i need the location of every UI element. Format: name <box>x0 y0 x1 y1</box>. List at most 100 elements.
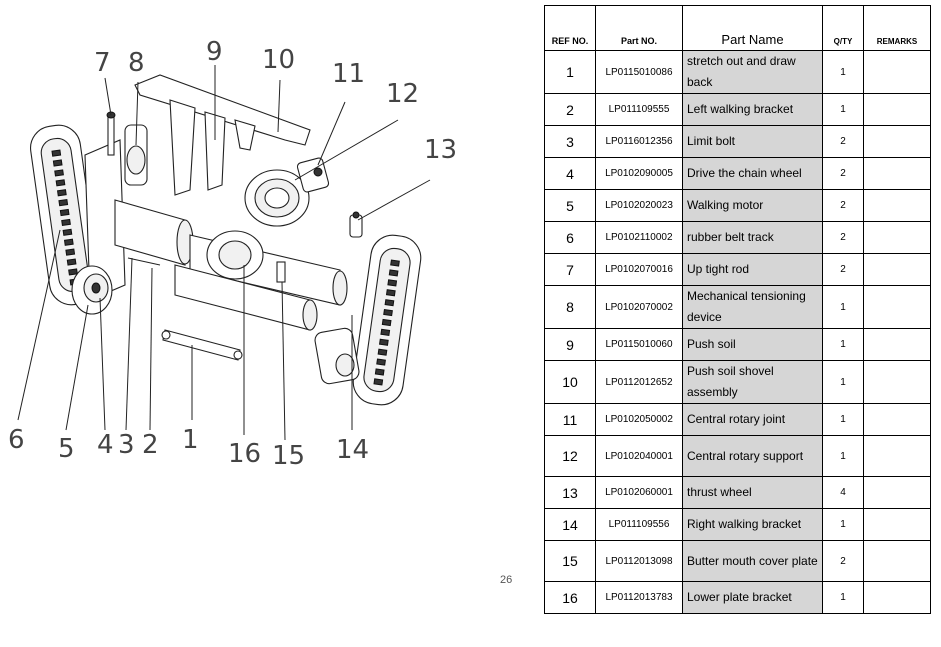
walking-motor-shape <box>71 265 113 315</box>
page-number: 26 <box>500 574 513 586</box>
remarks-cell <box>863 189 931 222</box>
track-link <box>388 269 399 277</box>
qty-cell: 1 <box>822 360 864 404</box>
part-name-cell: Walking motor <box>682 189 823 222</box>
qty-cell: 4 <box>822 476 864 509</box>
part-no-cell: LP011109555 <box>595 93 683 126</box>
track-link <box>384 299 395 307</box>
callout-8: 8 <box>128 48 145 78</box>
part-name-cell: thrust wheel <box>682 476 823 509</box>
ref-cell: 5 <box>544 189 596 222</box>
part-no-cell: LP0102020023 <box>595 189 683 222</box>
part-no-cell: LP0115010086 <box>595 50 683 94</box>
part-name-cell: Limit bolt <box>682 125 823 158</box>
part-no-cell: LP0112013098 <box>595 540 683 582</box>
header-part-name: Part Name <box>682 5 823 51</box>
part-name-cell: Central rotary support <box>682 435 823 477</box>
part-no-cell: LP0102090005 <box>595 157 683 190</box>
qty-cell: 1 <box>822 403 864 436</box>
remarks-cell <box>863 508 931 541</box>
ref-cell: 9 <box>544 328 596 361</box>
track-link <box>58 199 69 207</box>
lower-plate-bracket-shape <box>206 230 264 280</box>
part-name-cell: Central rotary joint <box>682 403 823 436</box>
part-name-cell: Mechanical tensioning device <box>682 285 823 329</box>
part-no-cell: LP0102040001 <box>595 435 683 477</box>
part-no-cell: LP0116012356 <box>595 125 683 158</box>
callout-5: 5 <box>58 434 75 464</box>
track-link <box>385 289 396 297</box>
part-no-cell: LP0102110002 <box>595 221 683 254</box>
exploded-parts-diagram: 7 8 9 10 11 12 13 6 5 4 3 2 1 16 15 14 <box>8 37 457 471</box>
callout-6: 6 <box>8 425 25 455</box>
remarks-cell <box>863 360 931 404</box>
table-header-row: REF NO. Part NO. Part Name Q/TY REMARKS <box>544 5 931 51</box>
callout-10: 10 <box>262 45 295 75</box>
part-no-cell: LP0102050002 <box>595 403 683 436</box>
remarks-cell <box>863 157 931 190</box>
thrust-wheel-shape <box>349 211 363 238</box>
leader-lines <box>17 65 431 441</box>
push-soil-shovel-shape <box>134 74 311 196</box>
callout-11: 11 <box>332 59 365 89</box>
track-link <box>378 338 389 346</box>
qty-cell: 1 <box>822 508 864 541</box>
ref-cell: 16 <box>544 581 596 614</box>
parts-list-table: REF NO. Part NO. Part Name Q/TY REMARKS … <box>544 5 931 614</box>
part-name-cell: Left walking bracket <box>682 93 823 126</box>
remarks-cell <box>863 581 931 614</box>
track-link <box>54 169 64 177</box>
part-name-cell: Drive the chain wheel <box>682 157 823 190</box>
part-no-cell: LP0102070016 <box>595 253 683 286</box>
ref-cell: 10 <box>544 360 596 404</box>
track-link <box>68 268 78 276</box>
ref-cell: 6 <box>544 221 596 254</box>
ref-cell: 7 <box>544 253 596 286</box>
callout-12: 12 <box>386 79 419 109</box>
callout-16: 16 <box>228 439 261 469</box>
part-name-cell: Up tight rod <box>682 253 823 286</box>
track-link <box>66 258 77 266</box>
callout-15: 15 <box>272 441 305 471</box>
qty-cell: 1 <box>822 328 864 361</box>
qty-cell: 2 <box>822 540 864 582</box>
track-link <box>65 248 76 256</box>
right-walking-motor-shape <box>314 327 360 385</box>
qty-cell: 1 <box>822 285 864 329</box>
part-name-cell: Right walking bracket <box>682 508 823 541</box>
ref-cell: 8 <box>544 285 596 329</box>
part-name-cell: Push soil <box>682 328 823 361</box>
ref-cell: 2 <box>544 93 596 126</box>
push-soil-cylinder-shape <box>161 329 243 361</box>
part-no-cell: LP0112013783 <box>595 581 683 614</box>
track-link <box>62 228 73 236</box>
qty-cell: 1 <box>822 50 864 94</box>
qty-cell: 1 <box>822 93 864 126</box>
butter-mouth-cover-plate-shape <box>276 261 286 283</box>
qty-cell: 1 <box>822 435 864 477</box>
qty-cell: 2 <box>822 157 864 190</box>
ref-cell: 1 <box>544 50 596 94</box>
remarks-cell <box>863 540 931 582</box>
part-no-cell: LP0112012652 <box>595 360 683 404</box>
ref-cell: 14 <box>544 508 596 541</box>
callout-3: 3 <box>118 430 135 460</box>
part-no-cell: LP0115010060 <box>595 328 683 361</box>
ref-cell: 11 <box>544 403 596 436</box>
remarks-cell <box>863 328 931 361</box>
header-remarks: REMARKS <box>863 5 931 51</box>
part-name-cell: stretch out and draw back <box>682 50 823 94</box>
track-link <box>383 308 393 317</box>
ref-cell: 12 <box>544 435 596 477</box>
track-link <box>390 259 400 267</box>
mechanical-tensioning-device-shape <box>124 124 148 186</box>
ref-cell: 13 <box>544 476 596 509</box>
track-link <box>55 179 66 187</box>
